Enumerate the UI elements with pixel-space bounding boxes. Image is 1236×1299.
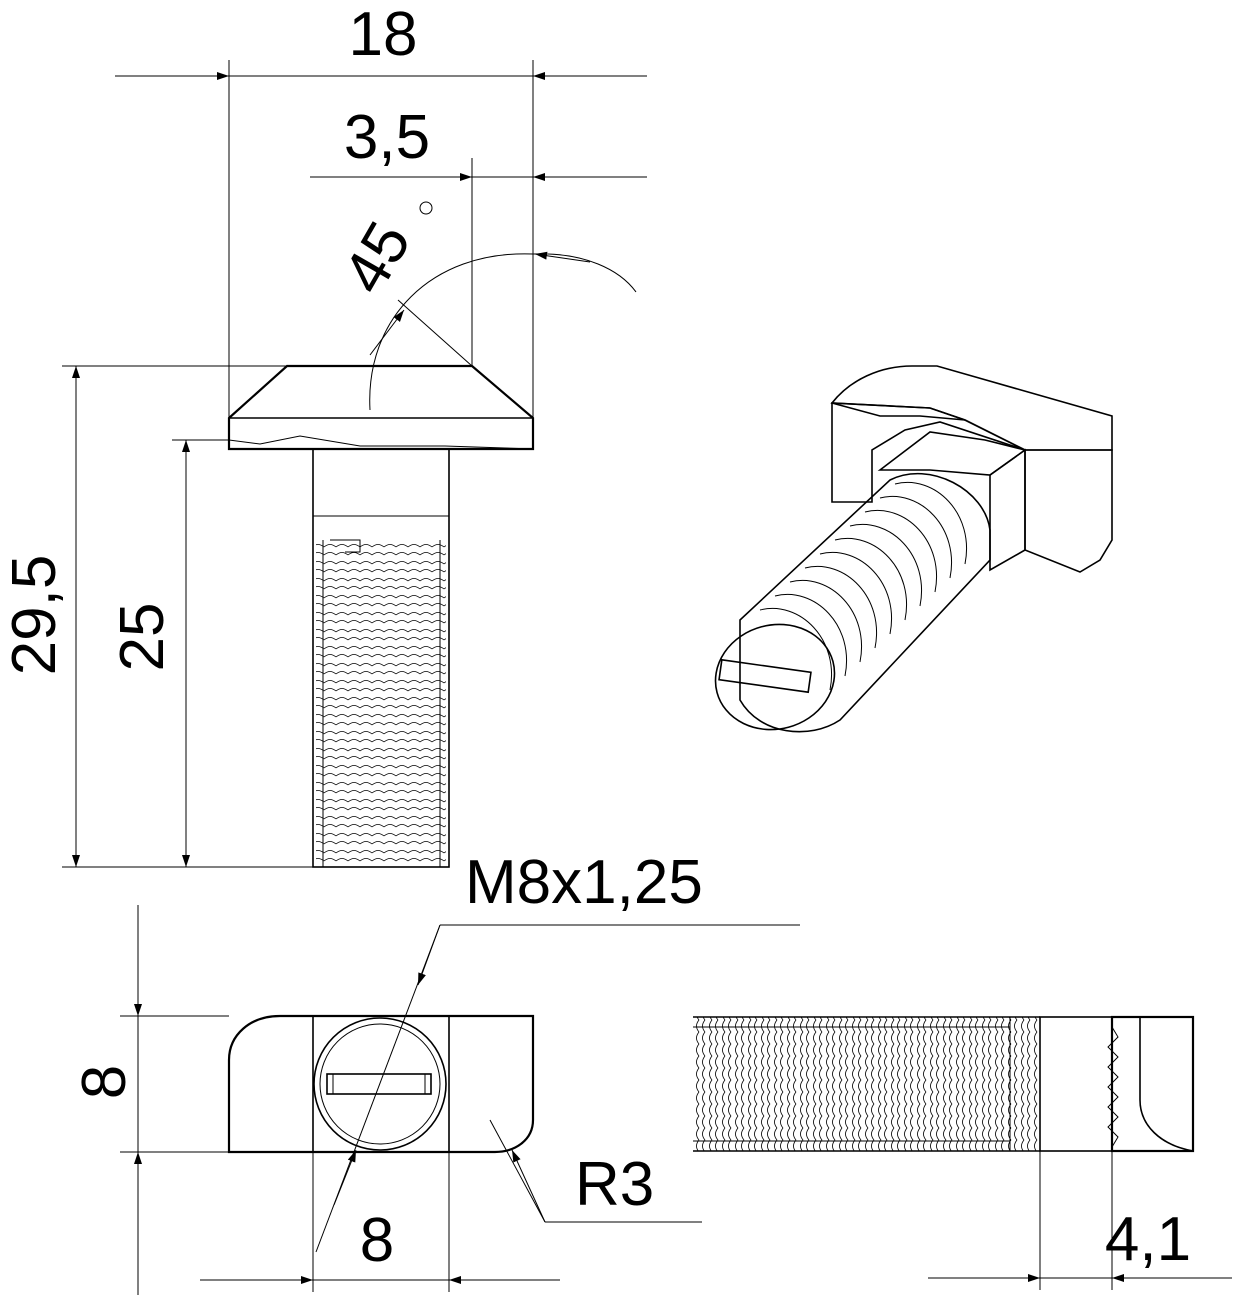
dim-thread-length: 25 bbox=[108, 440, 190, 867]
end-view bbox=[120, 1014, 535, 1292]
dim-shank-diameter: 8 bbox=[200, 1206, 560, 1284]
dim-head-height: 8 bbox=[70, 905, 142, 1295]
dim-total-length: 29,5 bbox=[0, 366, 80, 867]
degree-symbol bbox=[419, 201, 433, 215]
side-view bbox=[693, 1015, 1195, 1290]
dim-head-width-label: 18 bbox=[349, 0, 418, 69]
dim-total-length-label: 29,5 bbox=[0, 555, 69, 676]
dim-head-width: 18 bbox=[115, 0, 647, 80]
side-thread bbox=[693, 1017, 1040, 1151]
dim-thread-spec: M8x1,25 bbox=[315, 848, 800, 1253]
dim-shank-diameter-label: 8 bbox=[360, 1206, 394, 1275]
dim-corner-radius-label: R3 bbox=[575, 1150, 654, 1219]
dim-head-chamfer-label: 3,5 bbox=[344, 103, 430, 172]
dim-head-thickness: 4,1 bbox=[928, 1205, 1232, 1282]
iso-slot bbox=[718, 658, 812, 694]
iso-thread-rings bbox=[759, 482, 967, 691]
dim-chamfer-angle: 45 bbox=[330, 201, 591, 356]
dim-corner-radius: R3 bbox=[489, 1119, 702, 1223]
head-outline bbox=[227, 364, 535, 451]
side-head bbox=[1110, 1015, 1195, 1153]
dim-chamfer-angle-label: 45 bbox=[330, 211, 424, 305]
dim-head-chamfer: 3,5 bbox=[310, 103, 647, 181]
dim-thread-spec-label: M8x1,25 bbox=[465, 848, 703, 917]
dim-head-thickness-label: 4,1 bbox=[1105, 1205, 1191, 1274]
dim-thread-length-label: 25 bbox=[108, 603, 177, 672]
front-view bbox=[62, 60, 637, 868]
end-shank-circle bbox=[313, 1017, 447, 1151]
shank bbox=[312, 448, 450, 868]
isometric-view bbox=[714, 365, 1113, 733]
dim-head-height-label: 8 bbox=[70, 1065, 139, 1099]
iso-end-face bbox=[714, 623, 836, 731]
end-slot bbox=[326, 1073, 432, 1095]
